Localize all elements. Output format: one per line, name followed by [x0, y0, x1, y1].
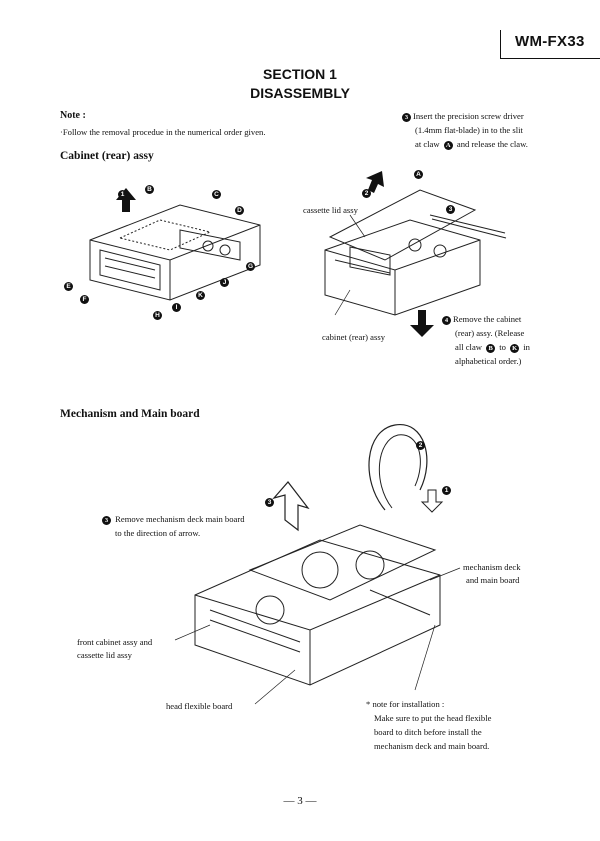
- label-k: K: [196, 291, 205, 301]
- label-d: D: [235, 206, 244, 216]
- step4-line3b: in: [523, 342, 530, 352]
- mech-step3-badge: 3: [102, 515, 111, 525]
- mech-label-2: 2: [416, 441, 425, 451]
- label-g: G: [246, 262, 255, 272]
- cabinet-figure-right: [324, 171, 507, 337]
- mechanism-heading: Mechanism and Main board: [60, 408, 200, 420]
- front-cabinet-label-1: front cabinet assy and: [77, 637, 153, 647]
- step4-to: to: [499, 342, 506, 352]
- step3-line3b: and release the claw.: [456, 139, 528, 149]
- mech-label-3: 3: [265, 498, 274, 508]
- label-1: 1: [118, 190, 127, 200]
- cabinet-rear-label: cabinet (rear) assy: [322, 332, 385, 342]
- step4-line2: (rear) assy. (Release: [455, 328, 525, 338]
- to-badge: K: [510, 343, 520, 353]
- step-badge: 3: [402, 112, 411, 122]
- mech-step3-line2: to the direction of arrow.: [115, 528, 201, 538]
- step4-line4: alphabetical order.): [455, 356, 522, 366]
- step3-line3a: at claw: [415, 139, 440, 149]
- label-e: E: [64, 282, 73, 292]
- install-note-title: note for installation :: [372, 699, 445, 709]
- front-cabinet-label-2: cassette lid assy: [77, 650, 132, 660]
- head-flex-label: head flexible board: [166, 701, 233, 711]
- claw-badge: A: [443, 140, 453, 150]
- install-note-line2: board to ditch before install the: [374, 727, 482, 737]
- note-text: ·Follow the removal procedue in the nume…: [60, 127, 266, 137]
- label-f: F: [80, 295, 89, 305]
- mech-deck-label-1: mechanism deck: [463, 562, 521, 572]
- step3-line1: Insert the precision screw driver: [413, 111, 524, 121]
- section-number: SECTION 1: [263, 66, 337, 82]
- mech-deck-label-2: and main board: [466, 575, 520, 585]
- mech-step3-instruction: 3 Remove mechanism deck main board to th…: [100, 512, 300, 540]
- label-b: B: [145, 185, 154, 195]
- cabinet-heading: Cabinet (rear) assy: [60, 150, 154, 162]
- install-note-line3: mechanism deck and main board.: [374, 741, 490, 751]
- section-title: DISASSEMBLY: [250, 85, 350, 101]
- label-h: H: [153, 311, 162, 321]
- step4-line1: Remove the cabinet: [453, 314, 522, 324]
- install-note-line1: Make sure to put the head flexible: [374, 713, 492, 723]
- label-2: 2: [362, 189, 371, 199]
- mech-label-1: 1: [442, 486, 451, 496]
- cassette-lid-label: cassette lid assy: [303, 205, 358, 215]
- label-c: C: [212, 190, 221, 200]
- label-j: J: [220, 278, 229, 288]
- mech-step3-line1: Remove mechanism deck main board: [115, 514, 245, 524]
- page-number: — 3 —: [283, 795, 317, 807]
- mechanism-figure: [174, 424, 461, 705]
- cabinet-figure-left: [89, 188, 261, 301]
- model-box: [500, 30, 600, 59]
- note-star: *: [366, 699, 371, 709]
- label-3: 3: [446, 205, 455, 215]
- step4-badge: 4: [442, 315, 451, 325]
- model-number: WM-FX33: [515, 33, 585, 50]
- from-badge: B: [486, 343, 496, 353]
- installation-note: * note for installation : Make sure to p…: [366, 697, 586, 753]
- step3-line2: (1.4mm flat-blade) in to the slit: [415, 125, 523, 135]
- label-a: A: [414, 170, 423, 180]
- note-heading: Note :: [60, 110, 86, 121]
- label-i: I: [172, 303, 181, 313]
- step4-line3a: all claw: [455, 342, 482, 352]
